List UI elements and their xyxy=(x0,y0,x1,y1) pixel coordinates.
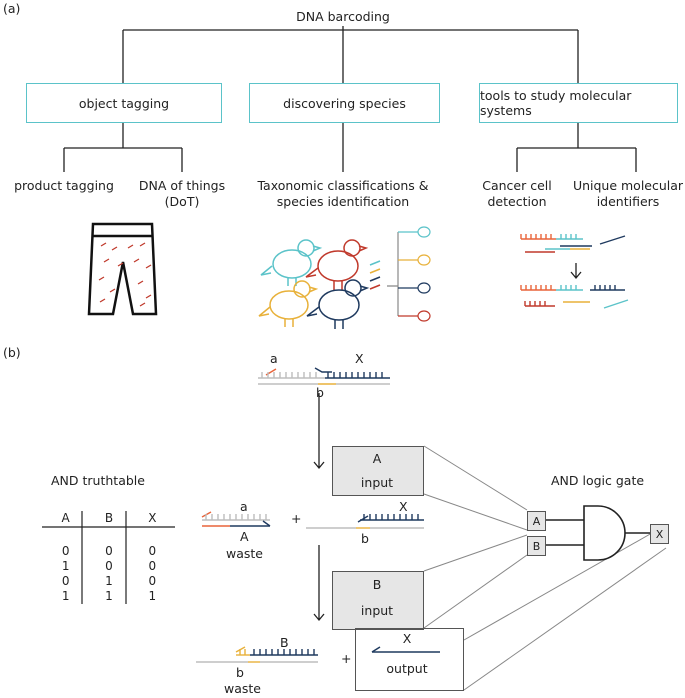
truth-cell: 1 xyxy=(105,588,113,603)
output-box xyxy=(355,628,464,691)
gate-input-b: B xyxy=(527,536,546,556)
truth-cell: 0 xyxy=(61,543,70,558)
final-label-B: B xyxy=(280,635,289,650)
category-label: discovering species xyxy=(283,95,406,111)
and-gate-icon xyxy=(545,505,650,561)
waste-a-label: waste xyxy=(226,546,263,561)
pants-icon xyxy=(87,222,158,316)
input-b-label: B xyxy=(372,577,382,592)
gate-title: AND logic gate xyxy=(551,473,645,488)
waste-a-label-A: A xyxy=(240,529,249,544)
gate-projection-lines xyxy=(423,445,667,691)
panel-b-label: (b) xyxy=(3,345,21,360)
bird-teal-icon xyxy=(260,239,323,286)
leaf-umi-line2: identifiers xyxy=(596,194,660,209)
leaf-taxonomic-line1: Taxonomic classifications & xyxy=(257,178,429,193)
leaf-cancer-line2: detection xyxy=(487,194,547,209)
phylogeny-tree xyxy=(387,231,418,317)
plus-sign-1: + xyxy=(291,511,302,526)
category-label: tools to study molecular systems xyxy=(480,88,632,118)
truth-header-a: A xyxy=(61,510,70,525)
leaf-dot-line1: DNA of things xyxy=(138,178,226,193)
truth-table-title: AND truthtable xyxy=(51,473,145,488)
category-object-tagging: object tagging xyxy=(26,83,222,123)
category-discovering-species: discovering species xyxy=(249,83,440,123)
strand-label-x: X xyxy=(355,351,364,366)
leaf-cancer-line1: Cancer cell xyxy=(482,178,552,193)
truth-cell: 0 xyxy=(105,558,113,573)
waste-a-label-a: a xyxy=(240,499,248,514)
mid-label-b: b xyxy=(361,531,369,546)
truth-cell: 1 xyxy=(61,558,70,573)
input-b-box xyxy=(332,571,424,630)
table-row: 0 0 0 xyxy=(44,543,174,558)
truth-table-lines xyxy=(42,511,175,604)
strand-label-b: b xyxy=(316,385,324,400)
waste-a-strand xyxy=(201,511,271,527)
object-tagging-connector xyxy=(63,123,183,172)
mid-label-x: X xyxy=(399,499,408,514)
gate-input-a: A xyxy=(527,511,546,531)
leaf-umi-line1: Unique molecular xyxy=(572,178,684,193)
plus-sign-2: + xyxy=(341,651,352,666)
arrow-down-2-icon xyxy=(313,545,325,622)
umi-strands-top xyxy=(520,234,626,253)
bird-red-icon xyxy=(305,239,369,290)
truth-cell: 1 xyxy=(148,588,157,603)
table-row: 1 0 0 xyxy=(44,558,174,573)
umi-arrow-icon xyxy=(570,263,582,280)
leaf-taxonomic-line2: species identification xyxy=(276,194,410,209)
panel-a-label: (a) xyxy=(3,1,21,16)
output-strand xyxy=(371,646,440,653)
root-title: DNA barcoding xyxy=(296,9,390,24)
truth-cell: 0 xyxy=(148,558,157,573)
strand-complex-top xyxy=(258,367,390,385)
strand-label-a: a xyxy=(270,351,278,366)
bird-yellow-icon xyxy=(258,280,319,327)
umi-strands-bottom xyxy=(520,285,629,309)
input-a-label: A xyxy=(372,451,382,466)
root-connector xyxy=(122,26,579,83)
truth-cell: 0 xyxy=(148,543,157,558)
truth-cell: 0 xyxy=(148,573,157,588)
leaf-dot-line2: (DoT) xyxy=(164,194,200,209)
final-waste-label: waste xyxy=(224,681,261,696)
truth-header-b: B xyxy=(104,510,114,525)
truth-cell: 0 xyxy=(61,573,70,588)
final-waste-strand xyxy=(196,646,318,663)
arrow-down-1-icon xyxy=(313,393,325,470)
truth-cell: 1 xyxy=(105,573,113,588)
dna-strands-icon xyxy=(369,260,381,290)
truth-cell: 0 xyxy=(105,543,113,558)
input-a-sub: input xyxy=(360,475,394,490)
table-row: 0 1 0 xyxy=(44,573,174,588)
small-birds-icon xyxy=(417,226,431,322)
input-b-sub: input xyxy=(360,603,394,618)
leaf-product-tagging: product tagging xyxy=(14,178,114,193)
pants-dna-marks xyxy=(98,242,152,307)
final-label-b: b xyxy=(236,665,244,680)
mid-strand xyxy=(306,514,424,529)
table-row: 1 1 1 xyxy=(44,588,174,603)
category-tools: tools to study molecular systems xyxy=(479,83,678,123)
truth-cell: 1 xyxy=(61,588,70,603)
output-label: output xyxy=(386,661,428,676)
bird-navy-icon xyxy=(306,279,370,329)
input-a-box xyxy=(332,446,424,496)
tools-connector xyxy=(516,123,637,172)
output-label-x: X xyxy=(402,631,412,646)
category-label: object tagging xyxy=(78,95,170,111)
truth-table-header: A B X xyxy=(44,510,174,528)
truth-header-x: X xyxy=(148,510,157,525)
gate-output-x: X xyxy=(650,524,669,544)
